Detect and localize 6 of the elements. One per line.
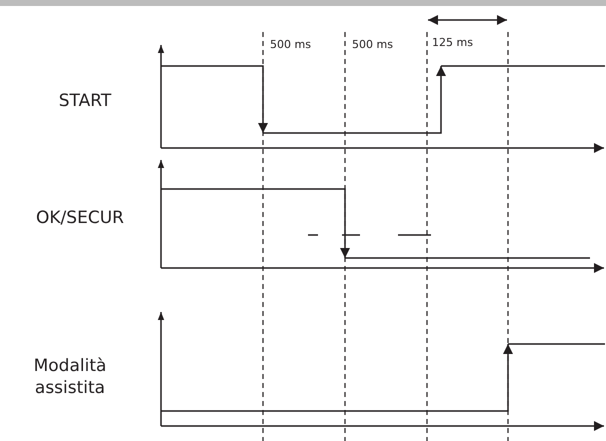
duration-label: 500 ms [270,38,311,51]
duration-label: 500 ms [352,38,393,51]
signal-name: Modalità assistita [32,355,108,399]
signal-name: START [58,90,112,112]
signal-name: OK/SECUR [35,207,125,229]
duration-label: 125 ms [432,36,473,49]
